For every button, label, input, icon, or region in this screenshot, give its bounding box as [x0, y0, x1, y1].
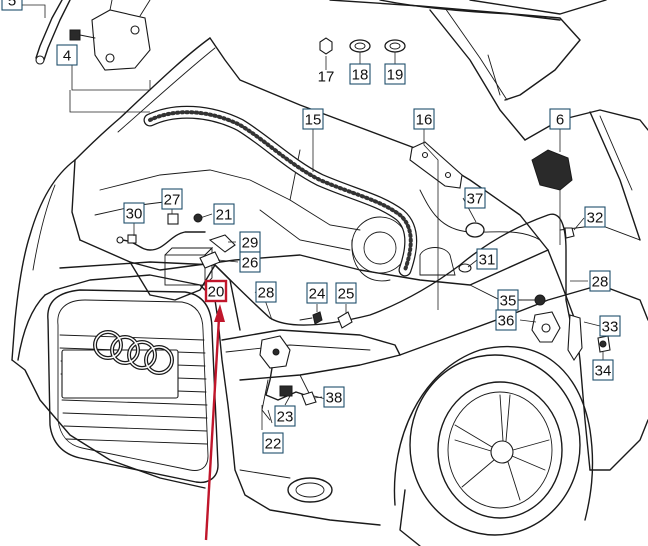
callout-number: 30	[126, 206, 143, 223]
callout-33: 33	[599, 315, 621, 337]
callout-17: 17	[318, 69, 335, 86]
callout-box	[549, 108, 571, 130]
callout-box	[123, 202, 145, 224]
callout-box	[56, 44, 78, 66]
callout-labels: 5 4 17 18 19 15 16 6 27 30 21 37 32 29 26 31 20 28 24 25 28 3…	[1, 0, 621, 454]
callout-box	[464, 187, 486, 209]
callout-6: 6	[549, 108, 571, 130]
callout-number: 37	[467, 191, 484, 208]
callout-37: 37	[464, 187, 486, 209]
callout-number: 24	[309, 286, 326, 303]
callout-number: 5	[8, 0, 16, 10]
callout-number: 20	[208, 284, 225, 301]
callout-box	[255, 281, 277, 303]
callout-number: 4	[63, 48, 71, 65]
callout-16: 16	[413, 108, 435, 130]
callout-29: 29	[239, 231, 261, 253]
callout-box	[323, 386, 345, 408]
callout-number: 27	[164, 192, 181, 209]
callout-number: 19	[387, 67, 404, 84]
callout-box	[274, 405, 296, 427]
highlight-arrow	[204, 304, 225, 541]
callout-box	[306, 282, 328, 304]
callout-15: 15	[302, 108, 324, 130]
callout-box	[584, 206, 606, 228]
callout-box	[413, 108, 435, 130]
callout-31: 31	[476, 248, 498, 270]
callout-20: 20	[204, 279, 228, 303]
callout-box	[302, 108, 324, 130]
callout-number: 22	[265, 436, 282, 453]
callout-number: 16	[416, 112, 433, 129]
callout-box	[476, 248, 498, 270]
parts-drawing	[35, 0, 611, 421]
callout-number: 17	[318, 69, 335, 86]
callout-25: 25	[335, 282, 357, 304]
callout-26: 26	[239, 251, 261, 273]
callout-number: 21	[216, 207, 233, 224]
callout-28: 28	[255, 281, 277, 303]
callout-19: 19	[384, 63, 406, 85]
callout-35: 35	[497, 289, 519, 311]
callout-number: 31	[479, 252, 496, 269]
callout-box	[592, 359, 614, 381]
callout-number: 38	[326, 390, 343, 407]
callout-number: 34	[595, 363, 612, 380]
callout-24: 24	[306, 282, 328, 304]
callout-box	[495, 309, 517, 331]
callout-23: 23	[274, 405, 296, 427]
callout-5: 5	[1, 0, 23, 11]
callout-32: 32	[584, 206, 606, 228]
callout-box	[349, 63, 371, 85]
callout-number: 33	[602, 319, 619, 336]
callout-number: 15	[305, 112, 322, 129]
callout-box	[335, 282, 357, 304]
callout-box	[599, 315, 621, 337]
callout-number: 23	[277, 409, 294, 426]
callout-22: 22	[262, 432, 284, 454]
callout-box	[589, 270, 611, 292]
callout-number: 6	[556, 112, 564, 129]
callout-number: 28	[258, 285, 275, 302]
callout-38: 38	[323, 386, 345, 408]
callout-number: 26	[242, 255, 259, 272]
callout-30: 30	[123, 202, 145, 224]
leader-lines	[22, 4, 604, 430]
callout-box	[1, 0, 23, 11]
callout-4: 4	[56, 44, 78, 66]
callout-box	[262, 432, 284, 454]
callout-number: 36	[498, 313, 515, 330]
callout-number: 29	[242, 235, 259, 252]
callout-number: 28	[592, 274, 609, 291]
callout-box	[384, 63, 406, 85]
callout-34: 34	[592, 359, 614, 381]
callout-number: 25	[338, 286, 355, 303]
callout-number: 32	[587, 210, 604, 227]
callout-21: 21	[213, 203, 235, 225]
callout-box	[213, 203, 235, 225]
callout-18: 18	[349, 63, 371, 85]
car-body-drawing	[11, 0, 648, 546]
callout-number: 35	[500, 293, 517, 310]
callout-36: 36	[495, 309, 517, 331]
callout-box	[161, 188, 183, 210]
callout-28b: 28	[589, 270, 611, 292]
callout-box	[239, 251, 261, 273]
callout-box	[204, 279, 228, 303]
callout-27: 27	[161, 188, 183, 210]
callout-number: 18	[352, 67, 369, 84]
